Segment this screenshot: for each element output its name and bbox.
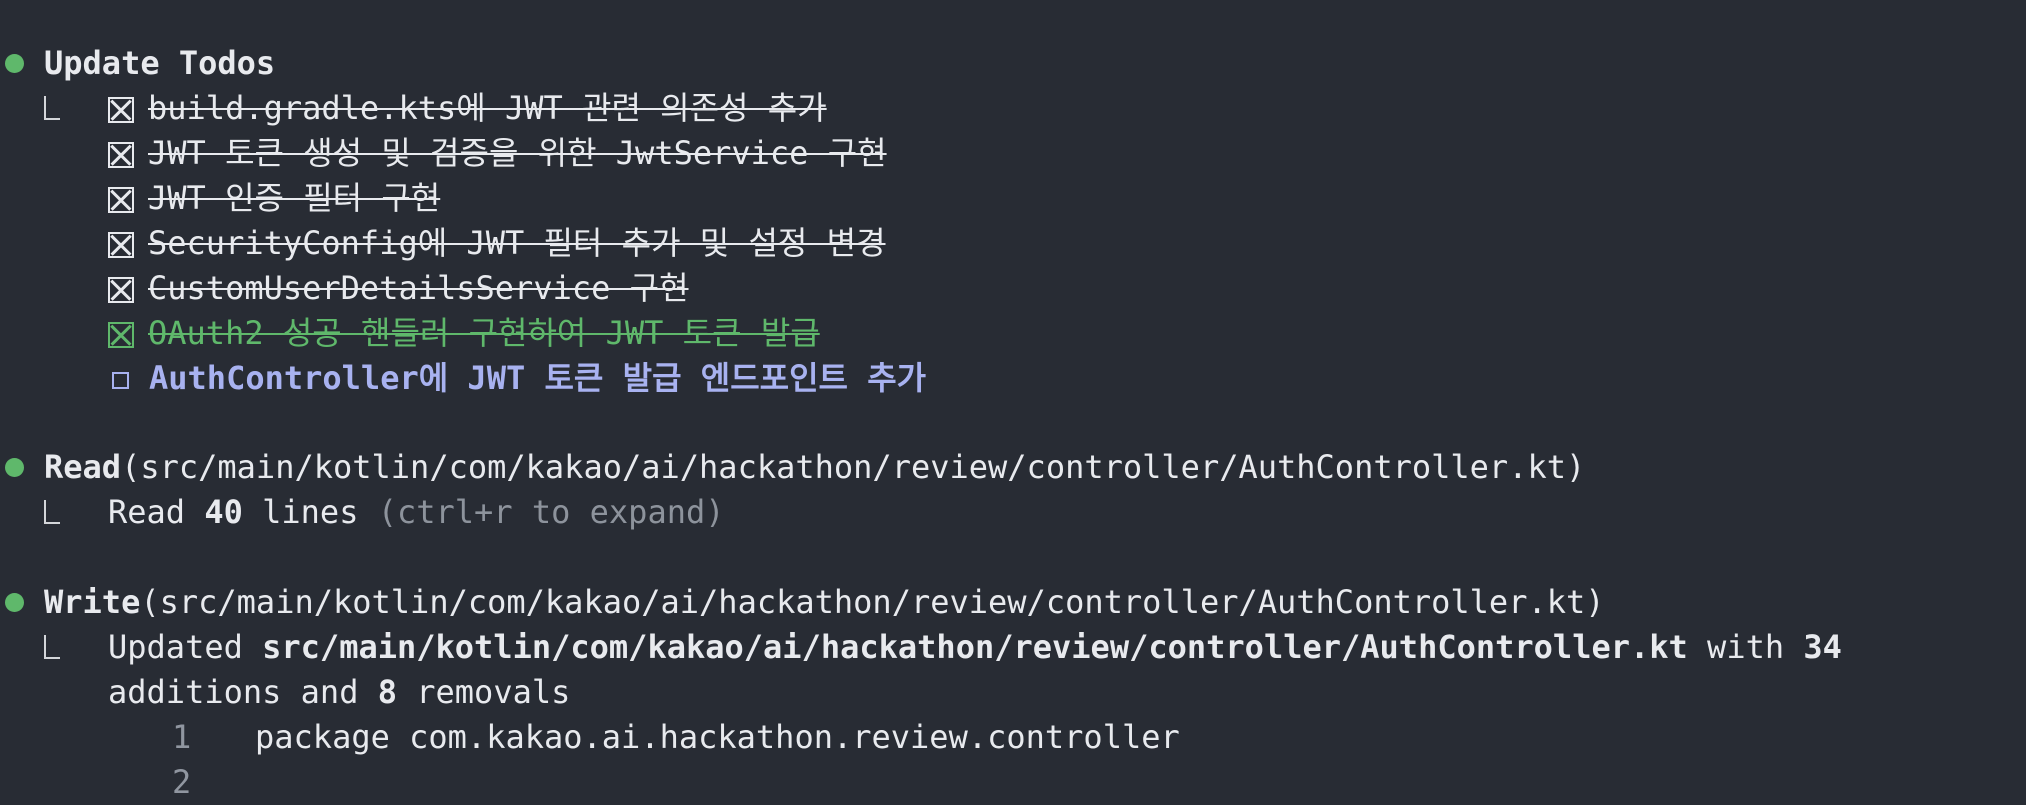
line-number: 1 [172,718,192,756]
tree-elbow-icon [44,96,60,120]
todo-text: AuthController에 JWT 토큰 발급 엔드포인트 추가 [149,359,927,397]
todo-text: CustomUserDetailsService 구현 [148,269,689,307]
line-count: 40 [204,493,243,531]
checked-box-icon [108,187,134,213]
tool-args: (src/main/kotlin/com/kakao/ai/hackathon/… [140,583,1605,621]
status-bullet-icon [5,458,24,477]
expand-hint[interactable]: (ctrl+r to expand) [377,493,725,531]
checked-box-icon [108,97,134,123]
todo-text: build.gradle.kts에 JWT 관련 의존성 추가 [148,89,827,127]
additions-count: 34 [1803,628,1842,666]
checked-box-icon [108,232,134,258]
tool-name: Write [44,583,141,621]
status-bullet-icon [5,593,24,612]
checked-box-icon [108,322,134,348]
tree-elbow-icon [44,500,60,524]
todo-text: SecurityConfig에 JWT 필터 추가 및 설정 변경 [148,224,886,262]
removals-count: 8 [377,673,397,711]
todo-text: JWT 인증 필터 구현 [148,179,441,217]
tool-name: Read [44,448,122,486]
todo-text: OAuth2 성공 핸들러 구현하여 JWT 토큰 발급 [148,314,820,352]
todo-text: JWT 토큰 생성 및 검증을 위한 JwtService 구현 [148,134,887,172]
tree-elbow-icon [44,635,60,659]
unchecked-box-icon [112,372,129,389]
tool-args: (src/main/kotlin/com/kakao/ai/hackathon/… [121,448,1586,486]
status-bullet-icon [5,54,24,73]
line-number: 2 [172,763,192,801]
file-path: src/main/kotlin/com/kakao/ai/hackathon/r… [262,628,1688,666]
todos-title: Update Todos [44,44,276,82]
code-text: package com.kakao.ai.hackathon.review.co… [255,718,1180,756]
checked-box-icon [108,277,134,303]
checked-box-icon [108,142,134,168]
